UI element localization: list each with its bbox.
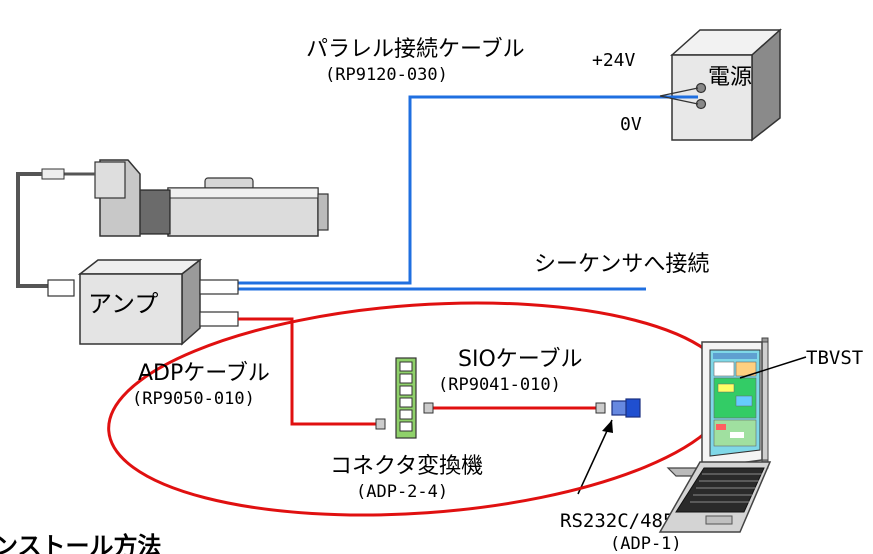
connector-converter-name: コネクタ変換機 bbox=[330, 454, 483, 479]
parallel-cable-code: (RP9120-030) bbox=[325, 65, 448, 85]
laptop bbox=[658, 337, 772, 533]
power-supply: 電源 bbox=[670, 28, 782, 142]
sequencer-connection-label: シーケンサへ接続 bbox=[534, 252, 709, 277]
rs-converter-pointer bbox=[577, 419, 613, 495]
adp-cable-code: (RP9050-010) bbox=[132, 389, 255, 409]
tbvst-pointer bbox=[739, 356, 807, 379]
parallel-connector bbox=[199, 279, 239, 295]
tbvst-label: TBVST bbox=[806, 347, 863, 369]
amplifier: アンプ bbox=[47, 258, 239, 346]
amplifier-label: アンプ bbox=[88, 290, 158, 318]
voltage-plus-label: +24V bbox=[592, 50, 636, 71]
touchpad bbox=[705, 515, 733, 525]
connector-converter-board bbox=[395, 357, 417, 439]
motor-actuator bbox=[41, 159, 329, 237]
parallel-cable-line bbox=[238, 95, 698, 285]
motor-cable bbox=[16, 172, 50, 288]
parallel-cable bbox=[238, 87, 699, 291]
sio-cable-name: SIOケーブル bbox=[458, 347, 582, 372]
bottom-heading: ンストール方法 bbox=[0, 532, 162, 554]
connector-converter-code: (ADP-2-4) bbox=[356, 482, 448, 502]
rs-converter-plug bbox=[611, 398, 641, 418]
sio-cable-code: (RP9041-010) bbox=[438, 375, 561, 395]
rs-converter-code: (ADP-1) bbox=[610, 534, 682, 554]
adp-cable-name: ADPケーブル bbox=[138, 361, 270, 386]
power-supply-label: 電源 bbox=[708, 65, 752, 90]
parallel-cable-name: パラレル接続ケーブル bbox=[306, 37, 525, 62]
adp-cable-line bbox=[238, 317, 378, 426]
adp-connector bbox=[199, 311, 239, 327]
voltage-zero-label: 0V bbox=[620, 114, 642, 135]
